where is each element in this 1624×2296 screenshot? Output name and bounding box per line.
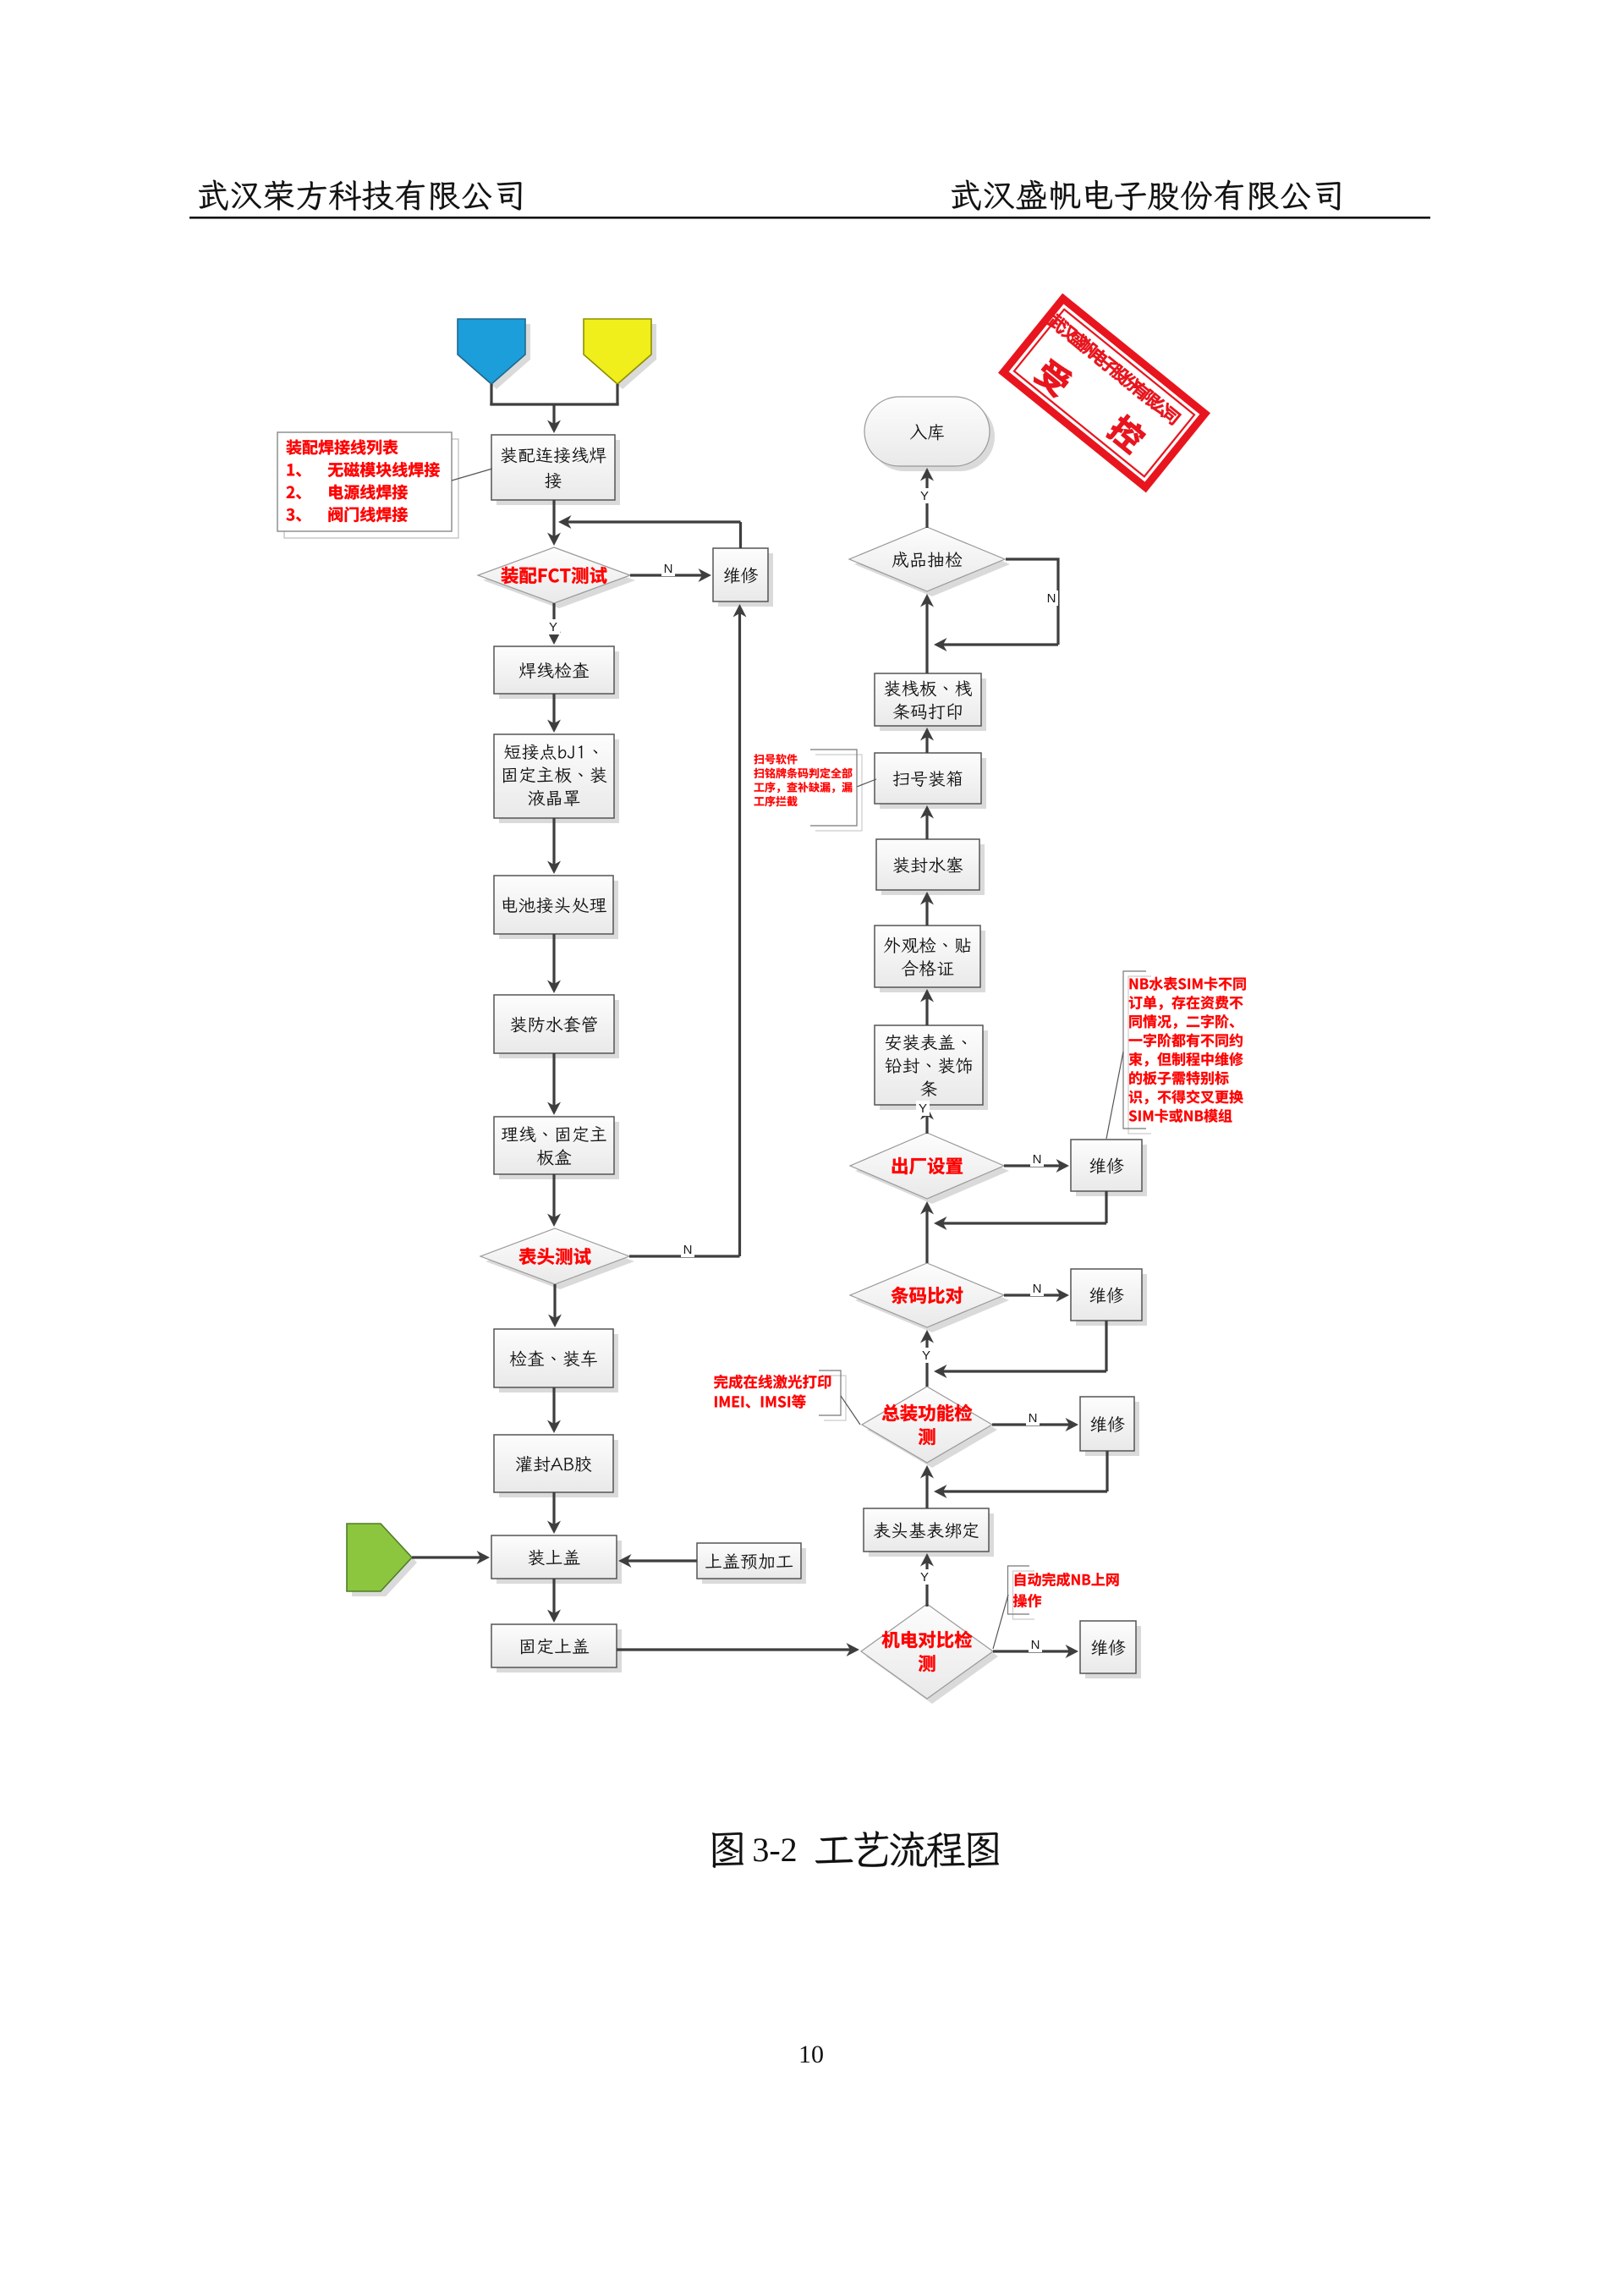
- svg-text:N: N: [1031, 1638, 1040, 1652]
- svg-text:N: N: [1029, 1411, 1038, 1425]
- svg-text:Y: Y: [919, 1101, 927, 1116]
- svg-text:3-2: 3-2: [752, 1831, 797, 1869]
- svg-text:Y: Y: [920, 1570, 929, 1585]
- svg-text:N: N: [1033, 1282, 1042, 1296]
- svg-text:Y: Y: [549, 620, 557, 634]
- svg-text:Y: Y: [920, 489, 929, 503]
- svg-text:N: N: [1033, 1152, 1042, 1167]
- svg-text:N: N: [1047, 591, 1056, 606]
- svg-text:10: 10: [798, 2041, 824, 2068]
- svg-text:N: N: [664, 562, 673, 576]
- svg-text:N: N: [683, 1243, 693, 1257]
- svg-text:Y: Y: [922, 1348, 930, 1363]
